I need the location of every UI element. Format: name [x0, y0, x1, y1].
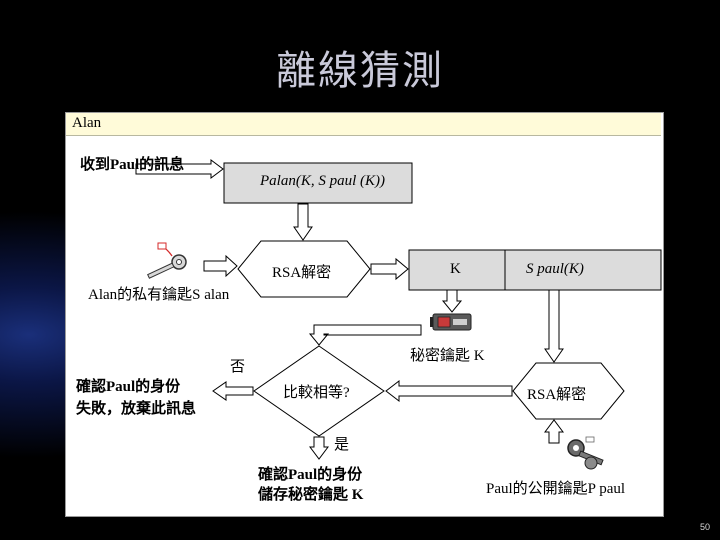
- paul-public-key-label: Paul的公開鑰匙P paul: [486, 481, 626, 497]
- arrow-key-to-rsa: [203, 254, 238, 278]
- panel-header: Alan: [66, 113, 661, 136]
- success-line-2: 儲存秘密鑰匙 K: [258, 487, 364, 503]
- panel-header-label: Alan: [72, 115, 102, 131]
- flow-diagram: [135, 159, 662, 470]
- arrow-spaul-to-rsa: [544, 289, 564, 363]
- page-number: 50: [699, 522, 710, 532]
- key-icon: [567, 436, 604, 470]
- diagram-panel: Alan: [65, 112, 664, 517]
- fail-line-2: 失敗，放棄此訊息: [76, 401, 197, 417]
- arrow-k-to-secret: [441, 289, 463, 313]
- k-cell-label: K: [450, 261, 461, 277]
- arrow-compare-to-success: [309, 436, 329, 460]
- receive-label: 收到Paul的訊息: [80, 157, 185, 173]
- alan-private-key-label: Alan的私有鑰匙S alan: [88, 287, 230, 303]
- message-box: [223, 162, 413, 204]
- card-key-icon: [430, 313, 472, 331]
- arrow-compare-to-fail: [212, 381, 254, 401]
- fail-line-1: 確認Paul的身份: [76, 379, 181, 395]
- compare-label: 比較相等?: [283, 385, 350, 401]
- arrow-secret-to-compare: [308, 324, 422, 346]
- rsa-decrypt-left-hexagon: [237, 240, 371, 298]
- secret-key-label: 秘密鑰匙 K: [410, 348, 485, 364]
- key-icon: [147, 242, 187, 279]
- arrow-receive-to-message: [135, 159, 224, 179]
- slide-title: 離線猜測: [276, 48, 444, 94]
- s-paul-cell-label: S paul(K): [526, 261, 584, 277]
- arrow-message-to-rsa: [293, 203, 313, 241]
- message-formula: Palan(K, S paul (K)): [260, 173, 385, 189]
- arrow-pubkey-to-rsa: [544, 419, 564, 444]
- yes-label: 是: [334, 437, 350, 453]
- compare-diamond: [253, 345, 385, 437]
- rsa-decrypt-right-hexagon: [512, 362, 625, 420]
- arrow-rsa-to-k: [370, 257, 409, 281]
- success-line-1: 確認Paul的身份: [258, 467, 363, 483]
- k-result-box: [408, 249, 662, 291]
- arrow-rsa-to-compare: [385, 379, 513, 403]
- rsa-decrypt-left-label: RSA解密: [272, 265, 332, 281]
- no-label: 否: [230, 359, 246, 375]
- rsa-decrypt-right-label: RSA解密: [527, 387, 587, 403]
